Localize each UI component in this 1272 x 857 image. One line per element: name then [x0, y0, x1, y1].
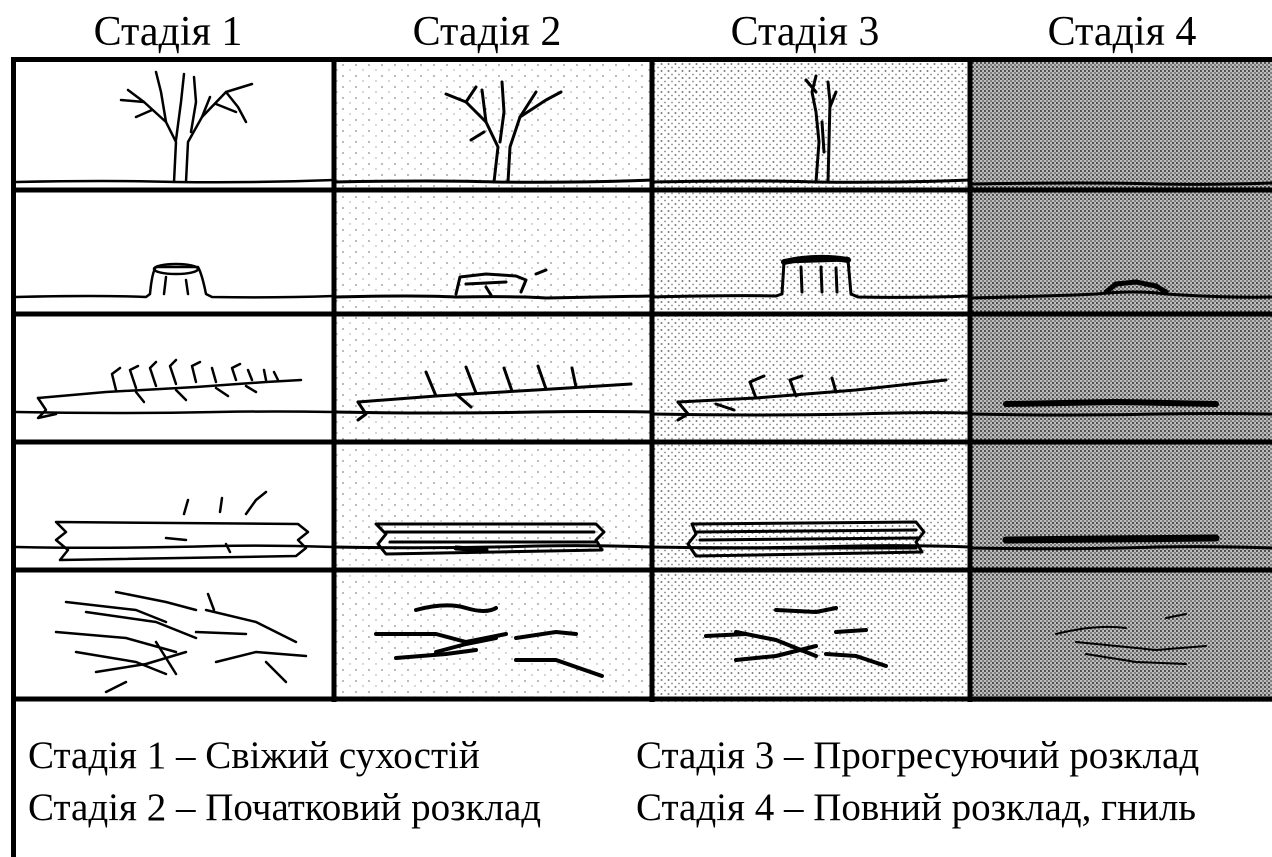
cell-1-4-ground	[970, 183, 1272, 184]
stage-2-header: Стадія 2	[328, 6, 646, 58]
stage-4-header: Стадія 4	[964, 6, 1272, 58]
legend: Стадія 1 – Свіжий сухостій Стадія 2 – По…	[28, 730, 1272, 840]
column-backgrounds	[16, 62, 1272, 702]
legend-stage-1: Стадія 1 – Свіжий сухостій	[28, 730, 480, 782]
stage-1-header: Стадія 1	[8, 6, 328, 58]
legend-stage-3: Стадія 3 – Прогресуючий розклад	[636, 730, 1199, 782]
legend-stage-2: Стадія 2 – Початковий розклад	[28, 782, 541, 834]
decay-stages-grid	[16, 62, 1272, 702]
stage-headers: Стадія 1 Стадія 2 Стадія 3 Стадія 4	[8, 6, 1272, 58]
stage-3-header: Стадія 3	[646, 6, 964, 58]
legend-stage-4: Стадія 4 – Повний розклад, гниль	[636, 782, 1196, 834]
